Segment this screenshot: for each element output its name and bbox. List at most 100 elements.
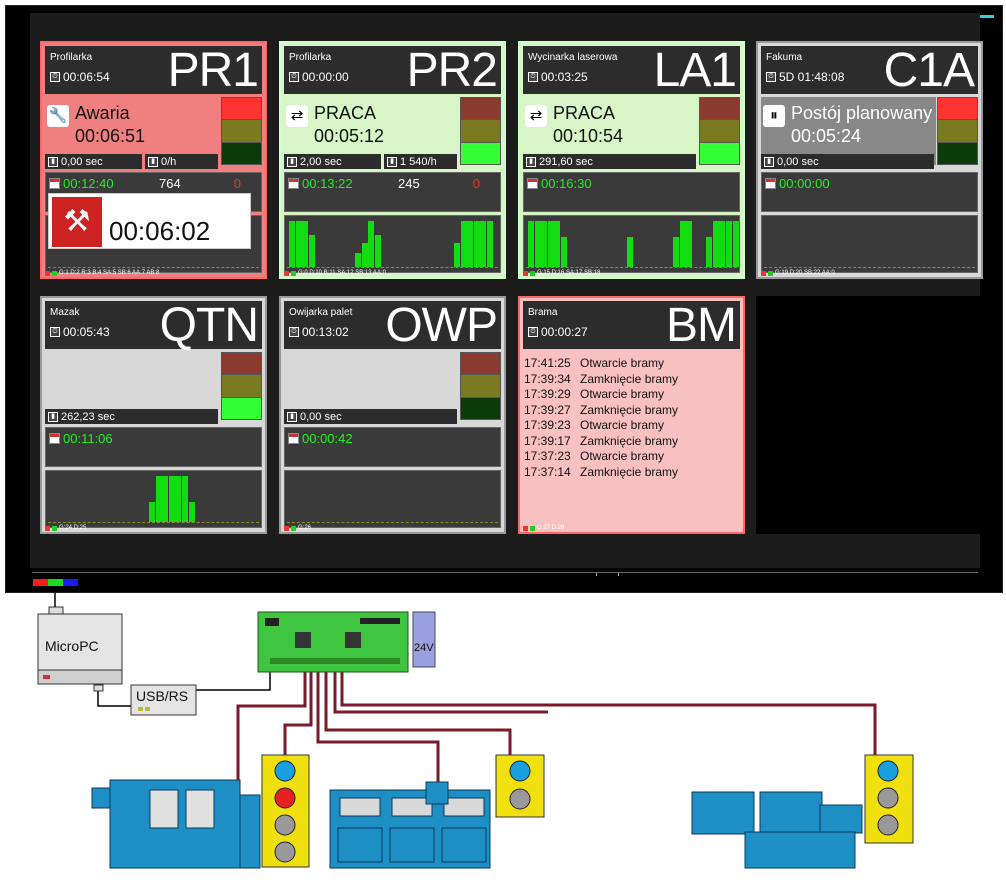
timer-value: 5D 01:48:08: [779, 70, 845, 84]
signal-tower: [221, 97, 262, 165]
histogram-bar: [361, 243, 368, 267]
shift-time-value: 00:12:40: [63, 176, 114, 191]
machine-code: PR2: [406, 44, 498, 97]
histogram-bar: [719, 221, 726, 267]
legend-red: [284, 270, 289, 276]
histogram-bar: [541, 221, 548, 267]
cycle-time: 291,60 sec: [539, 155, 593, 168]
legend-red: [45, 270, 50, 276]
log-event: Zamknięcie bramy: [580, 464, 679, 479]
piece-count: 764: [159, 176, 181, 191]
calendar-icon: [765, 178, 776, 189]
histogram-bar: [454, 243, 460, 267]
status-time: 00:05:12: [314, 126, 385, 146]
log-time: 17:39:17: [524, 433, 571, 448]
lamp-yellow: [938, 120, 977, 142]
signal-tower: [937, 97, 978, 165]
io-board: [257, 611, 409, 673]
timer-icon: ⏱: [766, 72, 776, 82]
tools-icon: ⚒: [52, 197, 102, 247]
cycle-icon: ▮: [48, 156, 58, 167]
timer-icon: ⏱: [528, 327, 538, 337]
histogram-bar: [686, 221, 693, 267]
rgb-swatch: [48, 579, 63, 586]
histogram-bar: [308, 235, 315, 267]
state-legend: G:1 D:2 R:3 B:4 SA:5 SB:6 AA:7 AB:8: [45, 269, 159, 277]
divider-mark: [618, 573, 619, 576]
signal-tower: [460, 352, 501, 420]
shift-panel: 00:00:00: [761, 172, 978, 212]
machine-name: Wycinarka laserowa: [528, 52, 618, 63]
calendar-icon: [288, 178, 299, 189]
histogram-bar: [162, 476, 169, 522]
cycle-time-bar: ▮2,00 sec: [284, 154, 381, 169]
cycle-icon: ▮: [287, 156, 297, 167]
empty-slot: [756, 296, 984, 534]
divider-mark: [596, 573, 597, 576]
reject-count: 0: [233, 176, 241, 191]
activity-histogram: [284, 215, 501, 273]
histogram-bar: [712, 221, 719, 267]
machine-code: LA1: [653, 44, 737, 97]
calendar-icon: [288, 433, 299, 444]
histogram-bar: [188, 502, 195, 522]
shift-time: 00:12:40: [49, 176, 114, 191]
state-legend: G:19 D:20 SB:22 AA:0: [761, 269, 835, 277]
log-event: Zamknięcie bramy: [580, 402, 679, 417]
machine-timer: ⏱00:13:02: [289, 325, 349, 339]
histogram-bar: [368, 221, 375, 267]
timer-icon: ⏱: [50, 327, 60, 337]
machine-timer: ⏱00:06:54: [50, 70, 110, 84]
cycle-time-bar: ▮0,00 sec: [761, 154, 934, 169]
lamp-red: [222, 353, 261, 375]
cycle-icon: ⇄: [525, 105, 547, 127]
timer-value: 00:13:02: [302, 325, 349, 339]
log-time: 17:37:14: [524, 464, 571, 479]
shift-time: 00:13:22: [288, 176, 353, 191]
usb-rs-label: USB/RS: [136, 688, 188, 704]
calendar-icon: [527, 178, 538, 189]
machine-code: PR1: [167, 44, 259, 97]
activity-histogram: [761, 215, 978, 273]
cycle-icon: ▮: [526, 156, 536, 167]
histogram-bar: [561, 237, 567, 267]
lamp-green: [461, 397, 500, 419]
piece-count: 245: [398, 176, 420, 191]
legend-text: G:19 D:20 SB:22 AA:0: [775, 270, 835, 276]
rate-icon: ▮: [387, 156, 397, 167]
shift-time-value: 00:11:06: [63, 431, 113, 446]
histogram-bar: [355, 253, 361, 267]
histogram-bar: [706, 237, 713, 267]
status-label: PRACA: [314, 103, 377, 123]
timer-value: 00:06:54: [63, 70, 110, 84]
status-label: Postój planowany: [791, 103, 933, 123]
activity-histogram: [45, 470, 307, 528]
rate-bar: ▮0/h: [145, 154, 218, 169]
histogram-bar: [473, 221, 480, 267]
machine-cabinet: [329, 781, 491, 869]
log-event: Otwarcie bramy: [580, 449, 665, 463]
histogram-bar: [168, 476, 175, 522]
legend-red: [45, 525, 50, 531]
